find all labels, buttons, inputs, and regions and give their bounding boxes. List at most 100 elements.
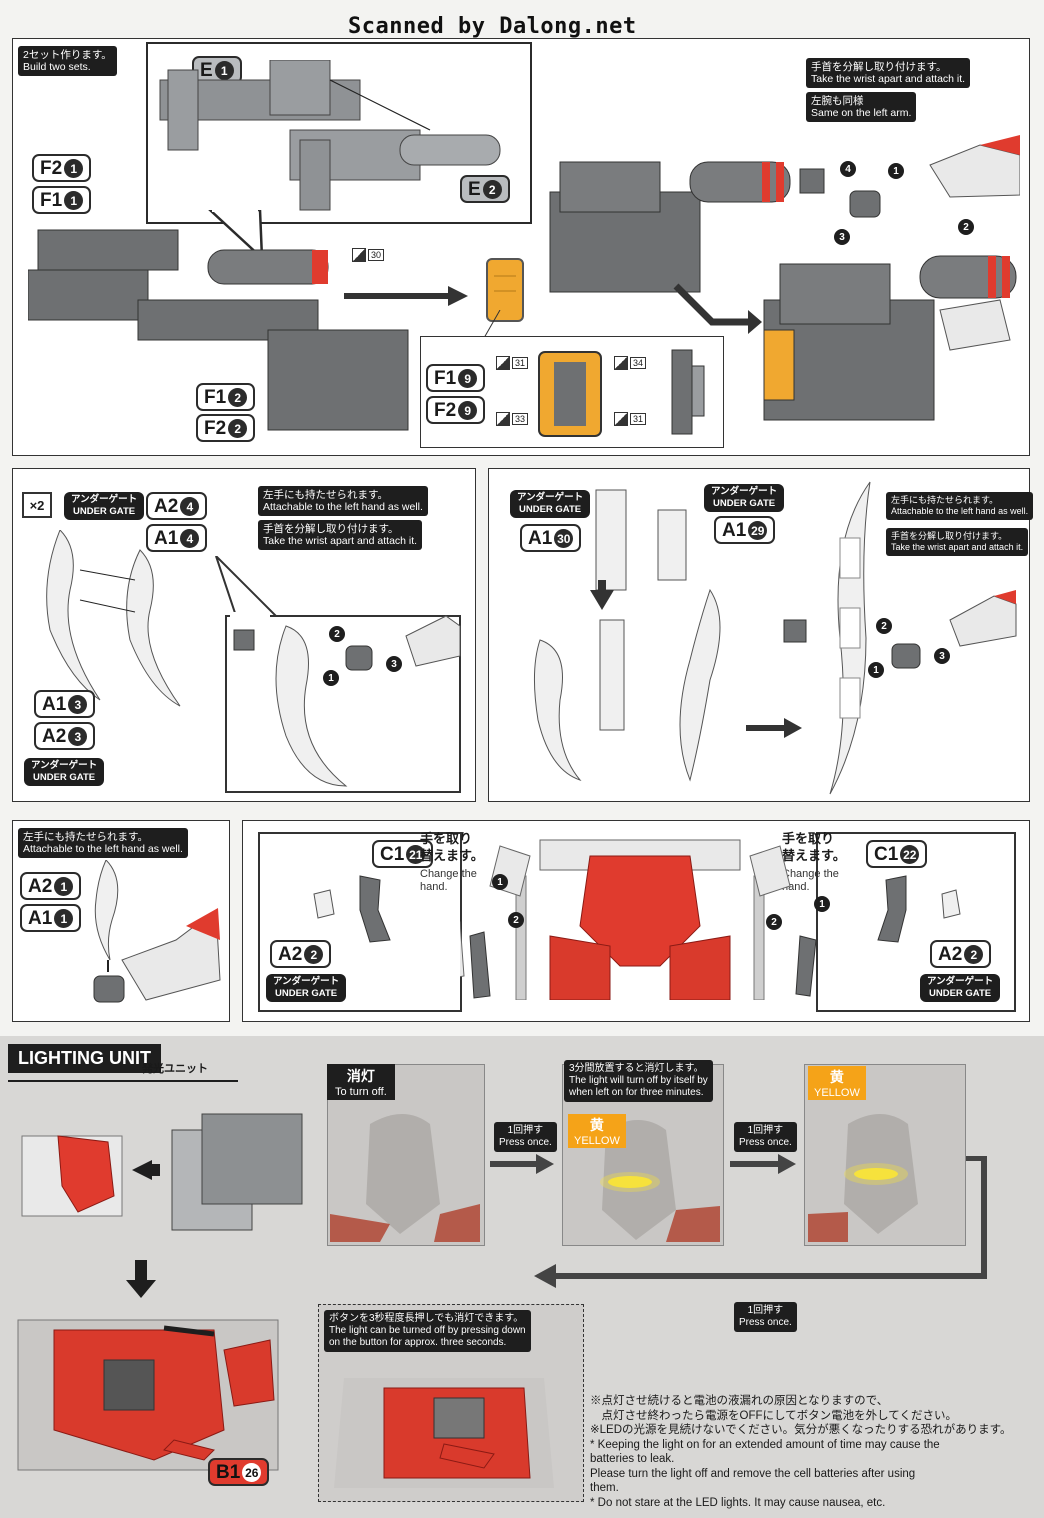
sticker-ref-31a: 31	[496, 356, 529, 370]
hand-blade-left	[313, 875, 391, 943]
arrow-right-1	[344, 286, 468, 306]
callout-tail	[208, 210, 264, 261]
clear-part-detail	[538, 351, 602, 437]
bazooka-parts-exploded	[28, 229, 409, 431]
step-num-2: 2	[958, 219, 974, 235]
bazooka-assembled-top	[549, 161, 791, 293]
step3-num-1: 1	[868, 662, 884, 678]
step2-num-1: 1	[323, 670, 339, 686]
figure-back-red	[21, 1135, 123, 1217]
small-blade-hand	[93, 860, 221, 1003]
blade-hand-callout	[215, 556, 461, 793]
blade-halves	[46, 530, 181, 707]
lighting-title-jp: 発光ユニット	[142, 1063, 208, 1075]
change-hand-jp-left: 手を取り替えます。	[420, 831, 484, 863]
step2-num-2: 2	[329, 626, 345, 642]
wrist-note: 手首を分解し取り付けます。Take the wrist apart and at…	[806, 58, 971, 88]
wrist-note-2: 手首を分解し取り付けます。Take the wrist apart and at…	[258, 520, 423, 550]
step2-num-3: 3	[386, 656, 402, 672]
figure-chest-button	[334, 1378, 554, 1488]
clear-part-orange	[486, 258, 524, 322]
arrow-right-2	[746, 718, 802, 738]
step5-num-2-left: 2	[508, 912, 524, 928]
battery-warnings: ※点灯させ続けると電池の液漏れの原因となりますので、 点灯させ終わったら電源をO…	[590, 1395, 1012, 1509]
lefthand-note-4: 左手にも持たせられます。Attachable to the left hand …	[18, 828, 188, 858]
lighting-title-underline	[8, 1080, 238, 1082]
sticker-ref-31b: 31	[614, 412, 647, 426]
step5-num-1-left: 1	[492, 874, 508, 890]
wrist-note-3: 手首を分解し取り付けます。Take the wrist apart and at…	[886, 528, 1029, 556]
figure-torso-legs	[460, 839, 817, 1000]
clear-part-side	[671, 349, 705, 435]
change-hand-jp-right: 手を取り替えます。	[782, 831, 846, 863]
auto-off-note: 3分間放置すると消灯します。The light will turn off by…	[564, 1060, 713, 1102]
arrow-state-1	[490, 1154, 554, 1174]
lighting-title-en: LIGHTING UNIT	[18, 1048, 151, 1068]
step5-num-1-right: 1	[814, 896, 830, 912]
lighting-title: LIGHTING UNIT	[8, 1044, 161, 1073]
hand-blade-right	[877, 875, 961, 943]
head-off	[330, 1114, 480, 1242]
yellow-label-2: 黄 YELLOW	[808, 1066, 866, 1100]
step-num-1: 1	[888, 163, 904, 179]
arrow-down	[126, 1260, 156, 1298]
lefthand-note: 左手にも持たせられます。Attachable to the left hand …	[258, 486, 428, 516]
yellow-label-1: 黄 YELLOW	[568, 1114, 626, 1148]
step5-num-2-right: 2	[766, 914, 782, 930]
arrow-diag-down	[673, 283, 762, 334]
hand-parts-3	[783, 590, 1017, 669]
wrist-hand-parts	[799, 135, 1020, 218]
arrow-state-2	[730, 1154, 796, 1174]
bazooka-half-e2	[289, 129, 501, 211]
figure-chest-open	[17, 1319, 279, 1471]
step3-num-2: 2	[876, 618, 892, 634]
return-loop-arrow	[534, 1156, 987, 1288]
lefthand-note-3: 左手にも持たせられます。Attachable to the left hand …	[886, 492, 1034, 520]
sticker-ref-33: 33	[496, 412, 529, 426]
bazooka-half-e1	[159, 60, 431, 151]
blade-assembled	[829, 481, 871, 795]
sticker-ref-30: 30	[352, 248, 385, 262]
blade-assembly-parts	[533, 489, 721, 782]
step-num-4: 4	[840, 161, 856, 177]
times-two-badge: ×2	[22, 492, 52, 518]
sticker-ref-34: 34	[614, 356, 647, 370]
head-yellow-1	[600, 1120, 720, 1242]
bazooka-final	[763, 255, 1017, 421]
scan-watermark: Scanned by Dalong.net	[348, 14, 637, 39]
hold-note: ボタンを3秒程度長押しでも消灯できます。The light can be tur…	[324, 1310, 531, 1352]
step3-num-3: 3	[934, 648, 950, 664]
step-num-3: 3	[834, 229, 850, 245]
